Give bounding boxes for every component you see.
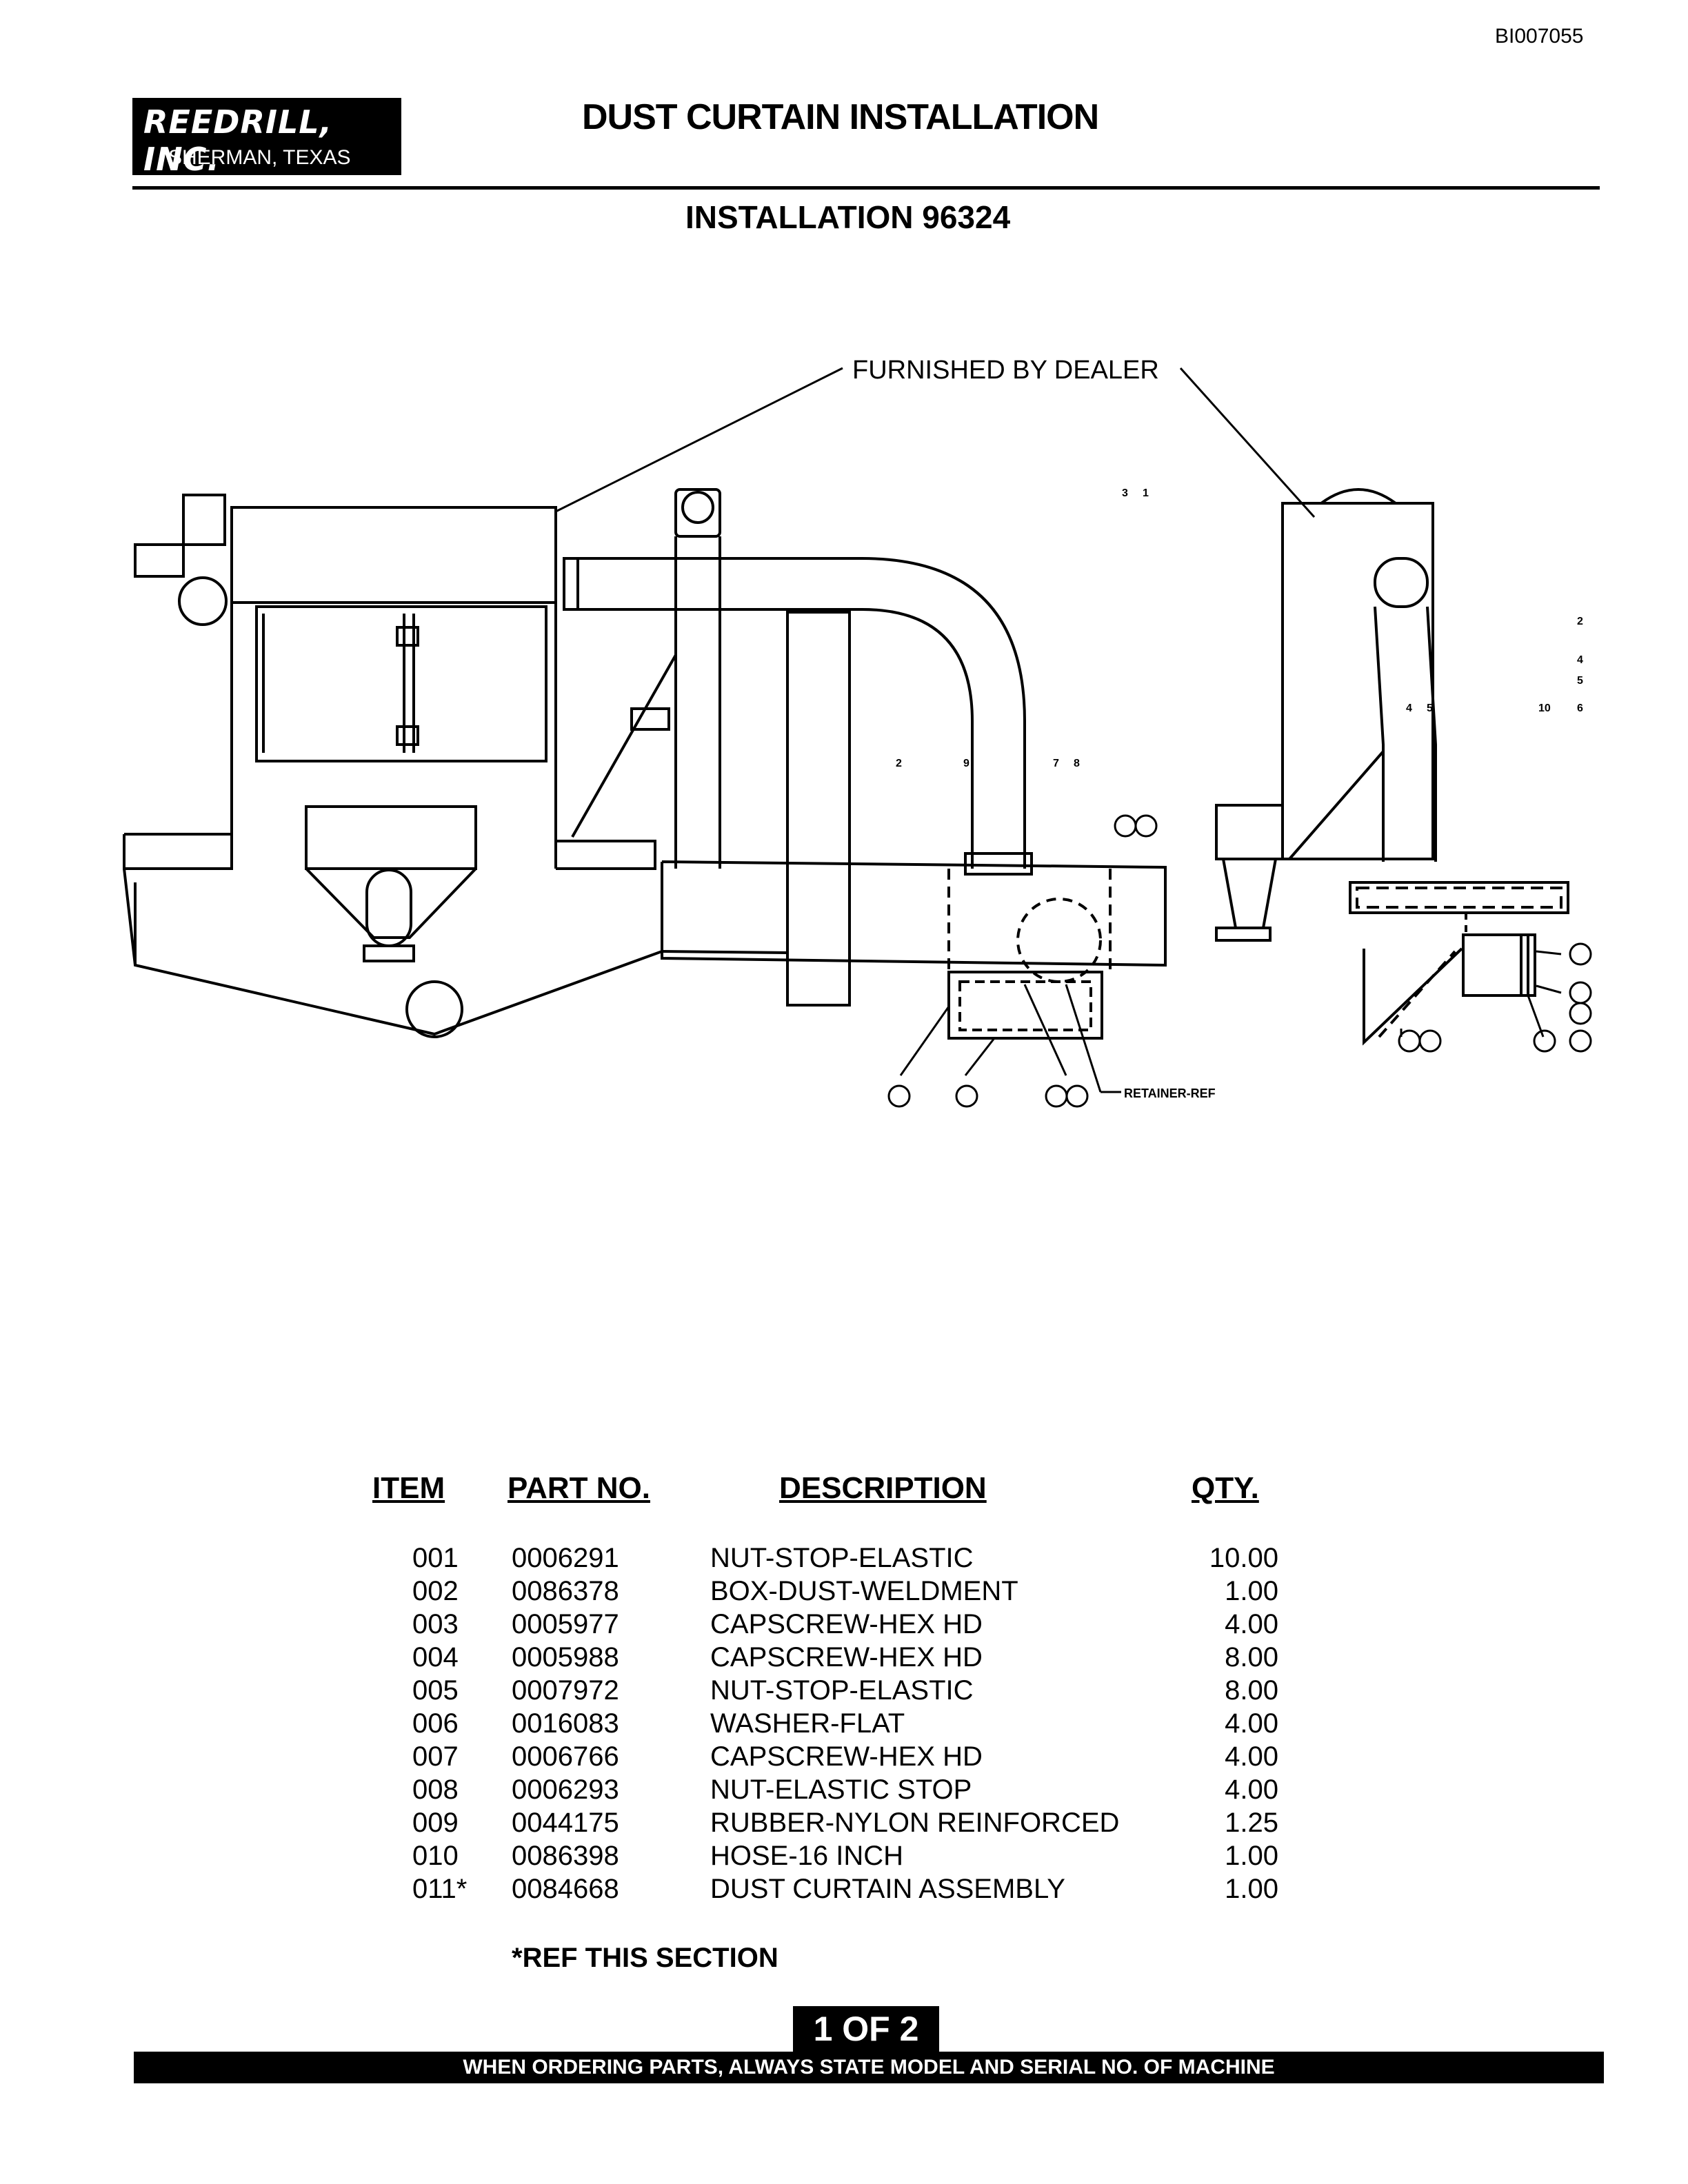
part-no-cell: 0016083 <box>512 1708 619 1739</box>
furnished-by-dealer-label: FURNISHED BY DEALER <box>852 356 1159 385</box>
callout-number: 3 <box>1122 487 1128 499</box>
description-cell: BOX-DUST-WELDMENT <box>710 1576 1018 1606</box>
installation-subtitle: INSTALLATION 96324 <box>685 199 1011 235</box>
company-location: SHERMAN, TEXAS <box>168 146 351 169</box>
part-no-cell: 0044175 <box>512 1808 619 1838</box>
company-logo: REEDRILL, INC. SHERMAN, TEXAS <box>132 98 401 178</box>
qty-cell: 1.00 <box>1225 1874 1278 1904</box>
part-no-cell: 0007972 <box>512 1675 619 1706</box>
item-cell: 001 <box>412 1543 459 1573</box>
part-no-cell: 0005988 <box>512 1642 619 1672</box>
item-cell: 002 <box>412 1576 459 1606</box>
qty-cell: 1.00 <box>1225 1841 1278 1871</box>
table-row: 003 0005977 CAPSCREW-HEX HD 4.00 <box>368 1609 1278 1642</box>
item-cell: 008 <box>412 1775 459 1805</box>
qty-column-header: QTY. <box>1192 1471 1259 1505</box>
item-cell: 011* <box>412 1874 468 1904</box>
item-cell: 004 <box>412 1642 459 1672</box>
qty-cell: 10.00 <box>1209 1543 1278 1573</box>
callout-number: 9 <box>963 758 969 769</box>
description-cell: NUT-STOP-ELASTIC <box>710 1543 974 1573</box>
table-row: 008 0006293 NUT-ELASTIC STOP 4.00 <box>368 1775 1278 1808</box>
description-cell: NUT-STOP-ELASTIC <box>710 1675 974 1706</box>
table-row: 002 0086378 BOX-DUST-WELDMENT 1.00 <box>368 1576 1278 1609</box>
table-row: 009 0044175 RUBBER-NYLON REINFORCED 1.25 <box>368 1808 1278 1841</box>
duct-and-frame <box>563 488 1167 1040</box>
part-no-cell: 0005977 <box>512 1609 619 1639</box>
qty-cell: 1.00 <box>1225 1576 1278 1606</box>
page-indicator: 1 OF 2 <box>793 2006 939 2052</box>
part-no-cell: 0006766 <box>512 1741 619 1772</box>
callout-number: 7 <box>1053 758 1059 769</box>
callout-number: 6 <box>1577 702 1583 714</box>
left-machine-view <box>123 494 663 1038</box>
retainer-ref-label: RETAINER-REF <box>1124 1086 1216 1100</box>
qty-cell: 4.00 <box>1225 1741 1278 1772</box>
table-row: 011* 0084668 DUST CURTAIN ASSEMBLY 1.00 <box>368 1874 1278 1907</box>
callout-number: 2 <box>896 758 902 769</box>
installation-drawing: FURNISHED BY DEALER RETAINER-REF 3 1 2 9… <box>0 331 1688 1134</box>
description-cell: CAPSCREW-HEX HD <box>710 1741 983 1772</box>
part-no-cell: 0086398 <box>512 1841 619 1871</box>
description-cell: CAPSCREW-HEX HD <box>710 1642 983 1672</box>
header-divider <box>132 186 1600 190</box>
part-no-cell: 0084668 <box>512 1874 619 1904</box>
description-cell: CAPSCREW-HEX HD <box>710 1609 983 1639</box>
callout-number: 10 <box>1538 702 1551 714</box>
company-name: REEDRILL, INC. <box>143 103 333 178</box>
callout-number: 4 <box>1406 702 1412 714</box>
item-cell: 010 <box>412 1841 459 1871</box>
table-row: 006 0016083 WASHER-FLAT 4.00 <box>368 1708 1278 1741</box>
table-row: 004 0005988 CAPSCREW-HEX HD 8.00 <box>368 1642 1278 1675</box>
reference-footnote: *REF THIS SECTION <box>512 1943 778 1973</box>
callout-number: 1 <box>1143 487 1149 499</box>
callout-number: 8 <box>1074 758 1080 769</box>
part-no-cell: 0006291 <box>512 1543 619 1573</box>
description-cell: WASHER-FLAT <box>710 1708 905 1739</box>
part-no-cell: 0006293 <box>512 1775 619 1805</box>
qty-cell: 8.00 <box>1225 1675 1278 1706</box>
callout-number: 2 <box>1577 616 1583 627</box>
table-row: 010 0086398 HOSE-16 INCH 1.00 <box>368 1841 1278 1874</box>
description-cell: HOSE-16 INCH <box>710 1841 904 1871</box>
document-id: BI007055 <box>1495 25 1584 48</box>
callout-number: 4 <box>1577 654 1583 666</box>
description-cell: RUBBER-NYLON REINFORCED <box>710 1808 1120 1838</box>
ordering-notice: WHEN ORDERING PARTS, ALWAYS STATE MODEL … <box>134 2052 1604 2083</box>
qty-cell: 4.00 <box>1225 1609 1278 1639</box>
item-cell: 003 <box>412 1609 459 1639</box>
item-column-header: ITEM <box>372 1471 445 1505</box>
description-cell: NUT-ELASTIC STOP <box>710 1775 972 1805</box>
description-column-header: DESCRIPTION <box>779 1471 987 1505</box>
item-cell: 009 <box>412 1808 459 1838</box>
qty-cell: 8.00 <box>1225 1642 1278 1672</box>
description-cell: DUST CURTAIN ASSEMBLY <box>710 1874 1065 1904</box>
item-cell: 005 <box>412 1675 459 1706</box>
qty-cell: 1.25 <box>1225 1808 1278 1838</box>
table-row: 007 0006766 CAPSCREW-HEX HD 4.00 <box>368 1741 1278 1775</box>
page-title: DUST CURTAIN INSTALLATION <box>582 97 1099 137</box>
part-no-column-header: PART NO. <box>508 1471 650 1505</box>
part-no-cell: 0086378 <box>512 1576 619 1606</box>
item-cell: 006 <box>412 1708 459 1739</box>
table-row: 005 0007972 NUT-STOP-ELASTIC 8.00 <box>368 1675 1278 1708</box>
leader-lines <box>555 367 1562 1093</box>
right-end-view <box>1215 488 1569 1046</box>
callout-number: 5 <box>1427 702 1433 714</box>
callout-number: 5 <box>1577 675 1583 687</box>
qty-cell: 4.00 <box>1225 1708 1278 1739</box>
qty-cell: 4.00 <box>1225 1775 1278 1805</box>
table-row: 001 0006291 NUT-STOP-ELASTIC 10.00 <box>368 1543 1278 1576</box>
callout-circles <box>887 814 1592 1108</box>
item-cell: 007 <box>412 1741 459 1772</box>
